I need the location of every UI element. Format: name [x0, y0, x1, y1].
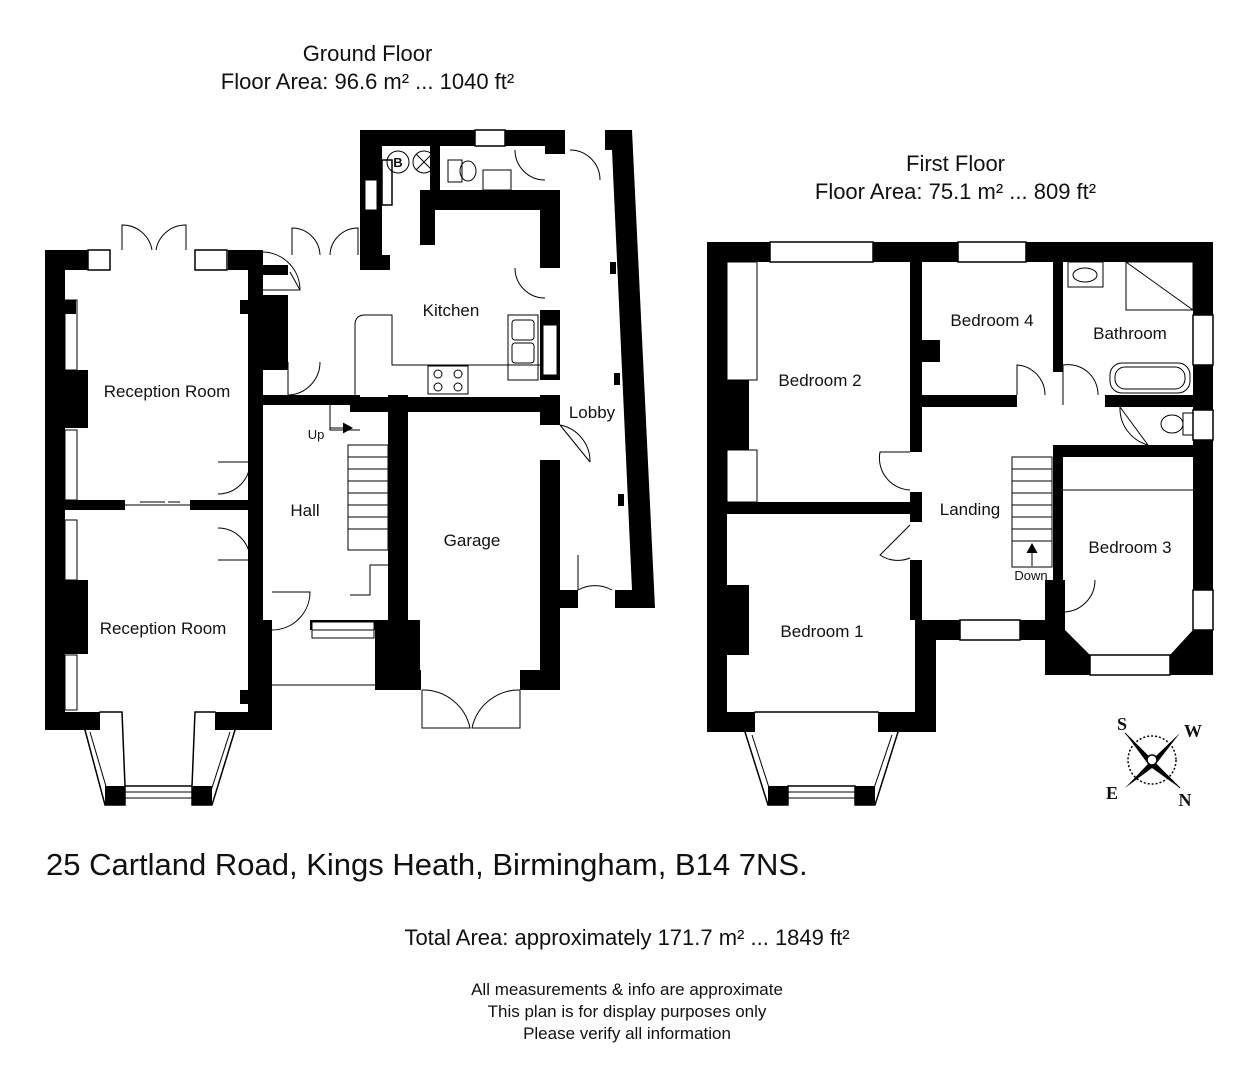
- disclaimer-line: All measurements & info are approximate: [471, 980, 783, 999]
- disclaimer: All measurements & info are approximate …: [0, 979, 1254, 1045]
- first-floor-fittings: [878, 261, 1194, 613]
- ground-floor-plan: [45, 129, 655, 806]
- first-floor-heading: First Floor Floor Area: 75.1 m² ... 809 …: [748, 150, 1163, 206]
- room-label-bedroom4: Bedroom 4: [950, 311, 1033, 330]
- first-floor-title: First Floor: [906, 151, 1005, 176]
- compass-n-label: N: [1179, 790, 1192, 810]
- compass-rose-icon: S W E N: [1106, 714, 1202, 810]
- total-area: Total Area: approximately 171.7 m² ... 1…: [404, 925, 850, 950]
- disclaimer-line: Please verify all information: [523, 1024, 731, 1043]
- first-floor-area: Floor Area: 75.1 m² ... 809 ft²: [814, 179, 1097, 204]
- ground-floor-heading: Ground Floor Floor Area: 96.6 m² ... 104…: [160, 40, 575, 96]
- stairs-down-label: Down: [1014, 568, 1047, 583]
- property-address: 25 Cartland Road, Kings Heath, Birmingha…: [46, 847, 808, 882]
- compass-w-label: W: [1184, 721, 1202, 741]
- room-label-bedroom1: Bedroom 1: [780, 622, 863, 641]
- room-label-reception-lower: Reception Room: [100, 619, 227, 638]
- first-floor-plan: [707, 241, 1214, 806]
- first-floor-labels: Bedroom 2 Bedroom 4 Bathroom Landing Bed…: [778, 311, 1171, 641]
- compass-e-label: E: [1106, 783, 1118, 803]
- room-label-bedroom3: Bedroom 3: [1088, 538, 1171, 557]
- ground-floor-title: Ground Floor: [302, 41, 433, 66]
- compass-s-label: S: [1117, 714, 1127, 734]
- room-label-lobby: Lobby: [569, 403, 616, 422]
- room-label-garage: Garage: [444, 531, 501, 550]
- ground-floor-fittings: [121, 149, 613, 729]
- room-label-landing: Landing: [940, 500, 1001, 519]
- ground-floor-area: Floor Area: 96.6 m² ... 1040 ft²: [220, 69, 515, 94]
- room-label-hall: Hall: [290, 501, 319, 520]
- room-label-bathroom: Bathroom: [1093, 324, 1167, 343]
- room-label-reception-upper: Reception Room: [104, 382, 231, 401]
- room-label-bedroom2: Bedroom 2: [778, 371, 861, 390]
- room-label-kitchen: Kitchen: [423, 301, 480, 320]
- boiler-label: B: [393, 155, 402, 170]
- ground-floor-labels: Reception Room Reception Room Kitchen Ha…: [100, 155, 616, 638]
- stairs-up-label: Up: [308, 427, 325, 442]
- disclaimer-line: This plan is for display purposes only: [487, 1002, 767, 1021]
